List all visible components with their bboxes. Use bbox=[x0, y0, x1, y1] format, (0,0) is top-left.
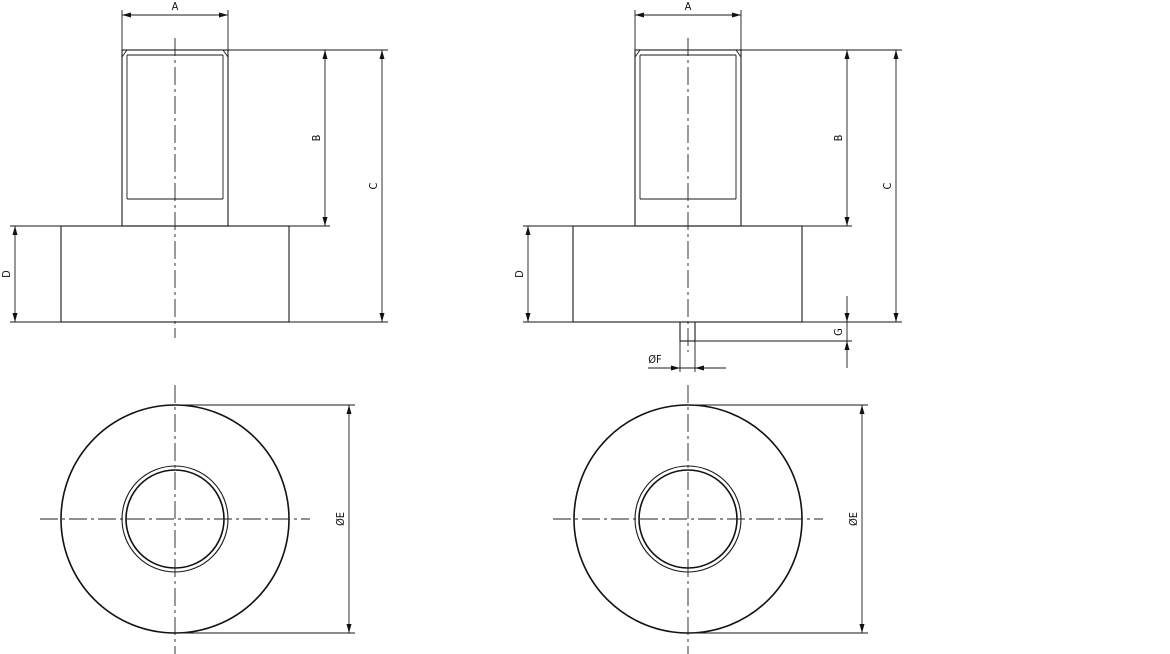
right-dim-b-arrow-top bbox=[844, 50, 850, 59]
right-dim-g-label: G bbox=[832, 328, 845, 336]
left-dim-e-label: ØE bbox=[334, 512, 347, 526]
right-dim-e-arrow-bottom bbox=[859, 624, 865, 633]
right-chamfer-right bbox=[735, 49, 742, 58]
left-dim-c-arrow-top bbox=[379, 50, 385, 59]
right-dim-g-arrow-top bbox=[844, 313, 850, 322]
left-dim-d-label: D bbox=[0, 270, 13, 278]
right-dim-b-arrow-bottom bbox=[844, 217, 850, 226]
left-dim-a-arrow-left bbox=[122, 12, 131, 18]
left-dim-b-label: B bbox=[310, 134, 323, 141]
right-dim-c-arrow-top bbox=[893, 50, 899, 59]
right-chamfer-left bbox=[634, 49, 641, 58]
right-dim-a-arrow-left bbox=[635, 12, 644, 18]
left-chamfer-left bbox=[121, 49, 128, 58]
right-dim-c-arrow-bottom bbox=[893, 313, 899, 322]
right-dim-f-label: ØF bbox=[648, 353, 662, 366]
left-dim-b-arrow-top bbox=[322, 50, 328, 59]
left-chamfer-right bbox=[222, 49, 229, 58]
right-dim-b-label: B bbox=[832, 134, 845, 141]
left-dim-d-arrow-bottom bbox=[12, 313, 18, 322]
right-elevation-view: A B C G D ØF bbox=[513, 0, 902, 372]
left-dim-a-label: A bbox=[172, 0, 179, 13]
left-elevation-view: A B C D bbox=[0, 0, 388, 338]
left-dim-c-arrow-bottom bbox=[379, 313, 385, 322]
right-base-outline bbox=[572, 225, 803, 323]
right-dim-d-arrow-bottom bbox=[525, 313, 531, 322]
right-dim-d-arrow-top bbox=[525, 226, 531, 235]
right-dim-e-arrow-top bbox=[859, 405, 865, 414]
right-dim-f-arrow-left bbox=[671, 365, 680, 371]
left-dim-d-arrow-top bbox=[12, 226, 18, 235]
left-dim-c-label: C bbox=[367, 182, 380, 189]
left-dim-a-arrow-right bbox=[219, 12, 228, 18]
right-dim-f-arrow-right bbox=[695, 365, 704, 371]
right-dim-e-label: ØE bbox=[847, 512, 860, 526]
left-dim-e-arrow-bottom bbox=[346, 624, 352, 633]
right-dim-a-arrow-right bbox=[732, 12, 741, 18]
right-plan-view: ØE bbox=[553, 385, 868, 654]
right-dim-a-label: A bbox=[685, 0, 692, 13]
left-plan-view: ØE bbox=[40, 385, 355, 654]
left-dim-e-arrow-top bbox=[346, 405, 352, 414]
right-dim-c-label: C bbox=[881, 182, 894, 189]
right-dim-d-label: D bbox=[513, 270, 526, 278]
left-dim-b-arrow-bottom bbox=[322, 217, 328, 226]
right-dim-g-arrow-bottom bbox=[844, 341, 850, 350]
